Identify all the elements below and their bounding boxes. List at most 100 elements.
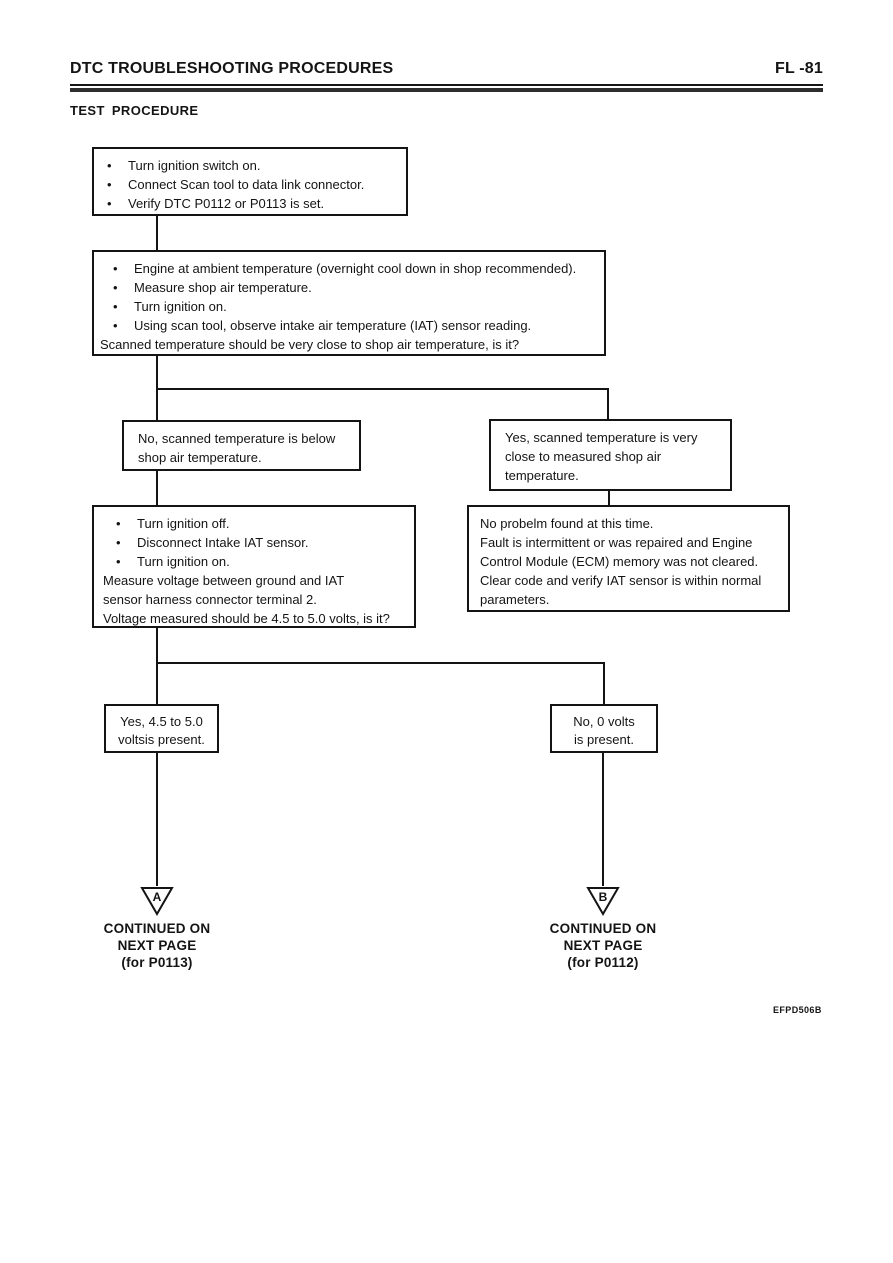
list-item: • Turn ignition on. bbox=[103, 552, 414, 571]
list-item-text: Disconnect Intake IAT sensor. bbox=[137, 535, 309, 550]
text-line-content: sensor harness connector terminal 2. bbox=[103, 592, 317, 607]
flow-box-branch-yes: Yes, scanned temperature is very close t… bbox=[489, 419, 732, 491]
header-rule-thin bbox=[70, 84, 823, 86]
text-line: Measure voltage between ground and IAT bbox=[103, 571, 414, 590]
connector-line-to-offpage-a bbox=[156, 753, 158, 886]
bullet-marker: • bbox=[113, 280, 118, 295]
list-item: • Connect Scan tool to data link connecto… bbox=[94, 175, 406, 194]
page-title: DTC TROUBLESHOOTING PROCEDURES bbox=[70, 60, 394, 77]
text-line-content: Voltage measured should be 4.5 to 5.0 vo… bbox=[103, 611, 390, 626]
figure-code: EFPD506B bbox=[773, 1005, 822, 1015]
text-line-content: is present. bbox=[574, 732, 634, 747]
connector-line-to-offpage-b bbox=[602, 753, 604, 886]
text-line: Voltage measured should be 4.5 to 5.0 vo… bbox=[103, 609, 414, 628]
caption-line: NEXT PAGE bbox=[117, 938, 197, 953]
text-line: temperature. bbox=[505, 466, 730, 485]
flow-box-volts-present: Yes, 4.5 to 5.0 voltsis present. bbox=[104, 704, 219, 753]
list-item-text: Turn ignition switch on. bbox=[128, 158, 261, 173]
list-item-text: Using scan tool, observe intake air temp… bbox=[134, 318, 532, 333]
bullet-marker: • bbox=[116, 516, 121, 531]
list-item: • Using scan tool, observe intake air tem… bbox=[100, 316, 604, 335]
list-item: • Engine at ambient temperature (overnigh… bbox=[100, 259, 604, 278]
text-line: sensor harness connector terminal 2. bbox=[103, 590, 414, 609]
list-item: •Turn ignition on. bbox=[100, 297, 604, 316]
caption-line: (for P0113) bbox=[121, 955, 193, 970]
text-line-content: No probelm found at this time. bbox=[480, 516, 654, 531]
flow-box-no-problem: No probelm found at this time. Fault is … bbox=[467, 505, 790, 612]
flow-box-start: • Turn ignition switch on. • Connect Scan … bbox=[92, 147, 408, 216]
list-item: • Turn ignition off. bbox=[103, 514, 414, 533]
text-line-content: Yes, 4.5 to 5.0 bbox=[120, 714, 203, 729]
connector-line-no-to-measure bbox=[156, 471, 158, 505]
text-line: voltsis present. bbox=[106, 731, 217, 749]
connector-line-volts-horizontal bbox=[156, 662, 605, 664]
text-line: close to measured shop air bbox=[505, 447, 730, 466]
connector-line-branch-horizontal bbox=[156, 388, 609, 390]
list-item-text: Turn ignition off. bbox=[137, 516, 230, 531]
bullet-marker: • bbox=[116, 535, 121, 550]
connector-line-to-zero-volts bbox=[603, 662, 605, 704]
list-item-text: Connect Scan tool to data link connector… bbox=[128, 177, 365, 192]
offpage-connector-b-letter: B bbox=[599, 890, 608, 904]
connector-line-to-branch-yes bbox=[607, 388, 609, 419]
bullet-marker: • bbox=[107, 196, 112, 211]
text-line-content: Control Module (ECM) memory was not clea… bbox=[480, 554, 759, 569]
bullet-marker: • bbox=[113, 261, 118, 276]
text-line-content: temperature. bbox=[505, 468, 579, 483]
text-line: parameters. bbox=[480, 590, 788, 609]
page-header: DTC TROUBLESHOOTING PROCEDURES FL -81 bbox=[70, 60, 823, 78]
text-line: No, 0 volts bbox=[552, 713, 656, 731]
text-line-content: Measure voltage between ground and IAT bbox=[103, 573, 345, 588]
text-line-content: Yes, scanned temperature is very bbox=[505, 430, 698, 445]
flow-box-ambient-check: • Engine at ambient temperature (overnigh… bbox=[92, 250, 606, 356]
text-line: is present. bbox=[552, 731, 656, 749]
list-item-text: Measure shop air temperature. bbox=[134, 280, 312, 295]
list-item-text: Engine at ambient temperature (overnight… bbox=[134, 261, 577, 276]
text-line: No, scanned temperature is below bbox=[138, 429, 359, 448]
flow-box-voltage-test: • Turn ignition off. • Disconnect Intake I… bbox=[92, 505, 416, 628]
connector-line-yes-to-noproblem bbox=[608, 491, 610, 505]
text-line-content: shop air temperature. bbox=[138, 450, 262, 465]
text-line-content: parameters. bbox=[480, 592, 550, 607]
connector-line-measure-down bbox=[156, 628, 158, 704]
text-line: Scanned temperature should be very close… bbox=[100, 335, 604, 354]
bullet-marker: • bbox=[113, 318, 118, 333]
list-item: • Measure shop air temperature. bbox=[100, 278, 604, 297]
offpage-connector-b-icon: B bbox=[586, 887, 620, 916]
list-item: • Verify DTC P0112 or P0113 is set. bbox=[94, 194, 406, 213]
text-line-content: close to measured shop air bbox=[505, 449, 662, 464]
offpage-connector-a-icon: A bbox=[140, 887, 174, 916]
list-item-text: Verify DTC P0112 or P0113 is set. bbox=[128, 196, 325, 211]
text-line-content: No, scanned temperature is below bbox=[138, 431, 336, 446]
text-line: shop air temperature. bbox=[138, 448, 359, 467]
bullet-marker: • bbox=[107, 177, 112, 192]
caption-line: CONTINUED ON bbox=[549, 921, 657, 936]
caption-line: NEXT PAGE bbox=[563, 938, 643, 953]
header-rule-thick bbox=[70, 88, 823, 92]
text-line: Fault is intermittent or was repaired an… bbox=[480, 533, 788, 552]
text-line: Yes, scanned temperature is very bbox=[505, 428, 730, 447]
text-line-content: Clear code and verify IAT sensor is with… bbox=[480, 573, 762, 588]
offpage-connector-a-letter: A bbox=[153, 890, 162, 904]
continued-caption-b: CONTINUED ON NEXT PAGE (for P0112) bbox=[523, 920, 683, 971]
text-line-content: Fault is intermittent or was repaired an… bbox=[480, 535, 753, 550]
list-item: • Disconnect Intake IAT sensor. bbox=[103, 533, 414, 552]
text-line: Control Module (ECM) memory was not clea… bbox=[480, 552, 788, 571]
bullet-marker: • bbox=[113, 299, 118, 314]
continued-caption-a: CONTINUED ON NEXT PAGE (for P0113) bbox=[77, 920, 237, 971]
section-subtitle: TEST PROCEDURE bbox=[70, 103, 199, 118]
caption-line: (for P0112) bbox=[567, 955, 639, 970]
text-line-content: voltsis present. bbox=[118, 732, 205, 747]
list-item: • Turn ignition switch on. bbox=[94, 156, 406, 175]
text-line: Clear code and verify IAT sensor is with… bbox=[480, 571, 788, 590]
bullet-marker: • bbox=[116, 554, 121, 569]
text-line: Yes, 4.5 to 5.0 bbox=[106, 713, 217, 731]
list-item-text: Turn ignition on. bbox=[137, 554, 230, 569]
bullet-marker: • bbox=[107, 158, 112, 173]
flow-box-zero-volts: No, 0 volts is present. bbox=[550, 704, 658, 753]
caption-line: CONTINUED ON bbox=[103, 921, 211, 936]
connector-line-start-to-ambient bbox=[156, 216, 158, 250]
text-line: No probelm found at this time. bbox=[480, 514, 788, 533]
text-line-content: No, 0 volts bbox=[573, 714, 635, 729]
